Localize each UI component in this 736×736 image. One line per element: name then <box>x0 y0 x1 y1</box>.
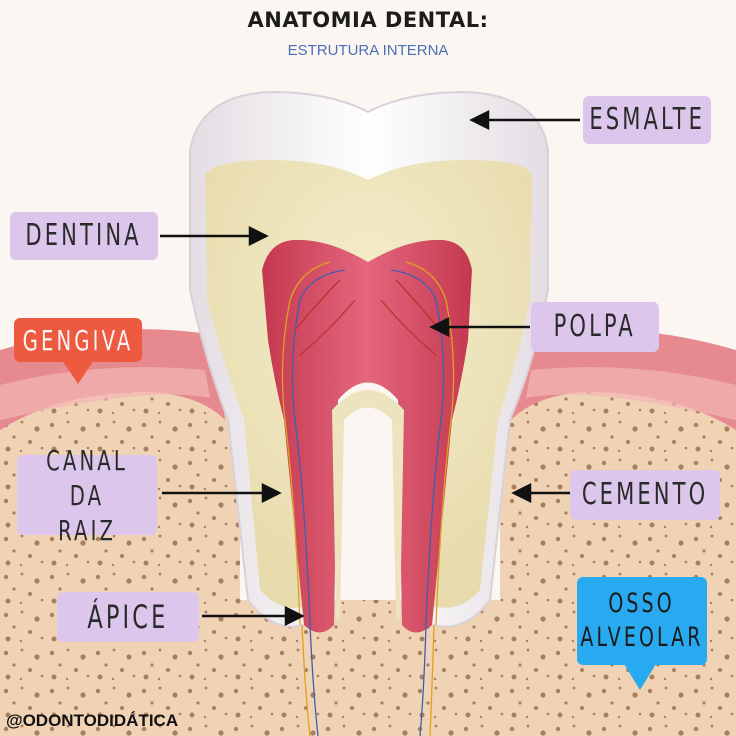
nerves-vessels <box>281 261 455 736</box>
alveolar-bone <box>0 362 736 736</box>
osso-tail <box>624 664 656 690</box>
label-canal-da-raiz: CANAL DA RAIZ <box>17 444 157 547</box>
page-subtitle: ESTRUTURA INTERNA <box>287 42 449 59</box>
gum-right-shade <box>526 367 736 420</box>
label-cemento: CEMENTO <box>570 470 720 520</box>
arrows <box>160 109 580 627</box>
pulp <box>262 239 472 633</box>
label-apice: ÁPICE <box>57 592 199 642</box>
label-esmalte: ESMALTE <box>583 96 711 144</box>
label-polpa: POLPA <box>531 302 659 352</box>
label-osso-alveolar: OSSO ALVEOLAR <box>577 577 707 665</box>
label-gengiva: GENGIVA <box>14 318 142 362</box>
gum-left-shade <box>0 367 210 420</box>
gengiva-tail <box>62 360 94 384</box>
credit-handle: @ODONTODIDÁTICA <box>6 711 179 730</box>
label-dentina: DENTINA <box>10 212 158 260</box>
root-furcation <box>332 390 404 620</box>
page-title: ANATOMIA DENTAL: <box>247 8 489 32</box>
